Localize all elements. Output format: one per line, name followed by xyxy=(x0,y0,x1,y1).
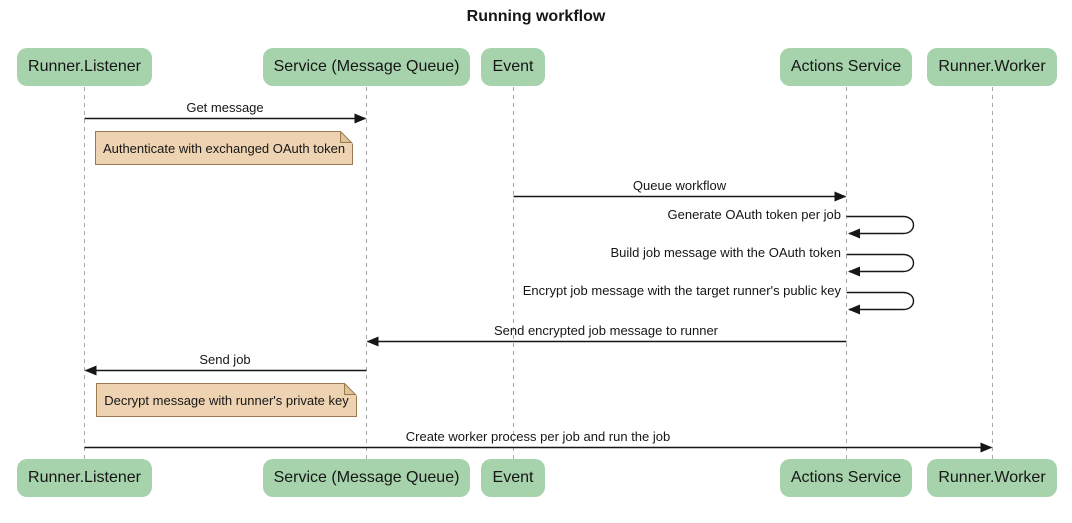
participant-bottom-event: Event xyxy=(481,459,545,497)
note-text: Authenticate with exchanged OAuth token xyxy=(102,140,346,156)
participant-bottom-runner-listener: Runner.Listener xyxy=(17,459,152,497)
note-authenticate-oauth: Authenticate with exchanged OAuth token xyxy=(95,131,353,165)
self-loop-arrow-generate-oauth-token xyxy=(846,215,915,239)
self-loop-arrow-encrypt-job-message xyxy=(846,291,915,315)
note-fold-icon xyxy=(344,383,357,396)
participant-top-service-message-queue: Service (Message Queue) xyxy=(263,48,470,86)
diagram-title: Running workflow xyxy=(466,8,606,25)
participant-top-event: Event xyxy=(481,48,545,86)
message-label-encrypt-job-message: Encrypt job message with the target runn… xyxy=(522,283,841,298)
participant-bottom-actions-service: Actions Service xyxy=(780,459,912,497)
participant-bottom-runner-worker: Runner.Worker xyxy=(927,459,1057,497)
note-decrypt-private-key: Decrypt message with runner's private ke… xyxy=(96,383,357,417)
message-label-queue-workflow: Queue workflow xyxy=(632,178,727,193)
participant-top-actions-service: Actions Service xyxy=(780,48,912,86)
message-label-build-job-message: Build job message with the OAuth token xyxy=(610,245,841,260)
participant-bottom-service-message-queue: Service (Message Queue) xyxy=(263,459,470,497)
message-label-send-encrypted-job: Send encrypted job message to runner xyxy=(493,323,719,338)
note-text: Decrypt message with runner's private ke… xyxy=(104,392,349,408)
message-label-create-worker: Create worker process per job and run th… xyxy=(405,429,671,444)
message-label-get-message: Get message xyxy=(186,100,264,115)
participant-top-runner-listener: Runner.Listener xyxy=(17,48,152,86)
participant-top-runner-worker: Runner.Worker xyxy=(927,48,1057,86)
message-label-generate-oauth-token: Generate OAuth token per job xyxy=(667,207,841,222)
self-loop-arrow-build-job-message xyxy=(846,253,915,277)
note-fold-icon xyxy=(340,131,353,144)
message-label-send-job: Send job xyxy=(199,352,251,367)
